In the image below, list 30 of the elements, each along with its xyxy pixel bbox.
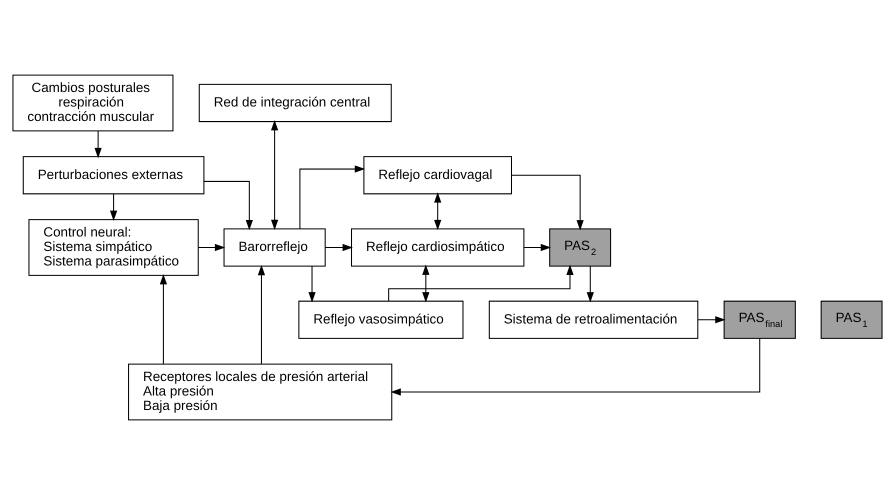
arrow [110, 193, 118, 220]
arrow [512, 174, 584, 230]
arrow [198, 243, 226, 251]
arrow [422, 264, 430, 302]
node-box: Control neural: Sistema simpático Sistema parasimpático [28, 218, 199, 276]
arrow [271, 120, 278, 230]
arrow [299, 164, 366, 228]
node-box: Reflejo cardiovagal [363, 156, 512, 194]
arrow [94, 130, 102, 158]
arrow [698, 316, 726, 323]
node-box: Red de integración central [198, 83, 392, 122]
node-box: PAS$_{2}$ [549, 228, 612, 266]
arrow [390, 338, 760, 396]
node-box: Cambios posturales respiración contracción muscular [12, 74, 174, 131]
arrow [524, 243, 552, 251]
arrow [325, 243, 353, 251]
node-box: Perturbaciones externas [22, 156, 204, 194]
arrow [258, 264, 266, 364]
node-box: Reflejo vasosimpático [298, 300, 464, 338]
arrow [586, 266, 594, 302]
node-box: Reflejo cardiosimpático [351, 228, 524, 266]
node-box: PAS$_{final}$ [724, 300, 796, 338]
arrow [434, 192, 442, 230]
node-box: Barorreflejo [224, 228, 326, 266]
node-box: PAS$_{1}$ [820, 300, 883, 338]
arrow [160, 274, 168, 364]
arrow [204, 180, 253, 230]
node-box: Receptores locales de presión arterial Alta presión Baja presión [128, 363, 392, 420]
node-box: Sistema de retroalimentación [488, 300, 698, 338]
arrow [308, 266, 316, 302]
